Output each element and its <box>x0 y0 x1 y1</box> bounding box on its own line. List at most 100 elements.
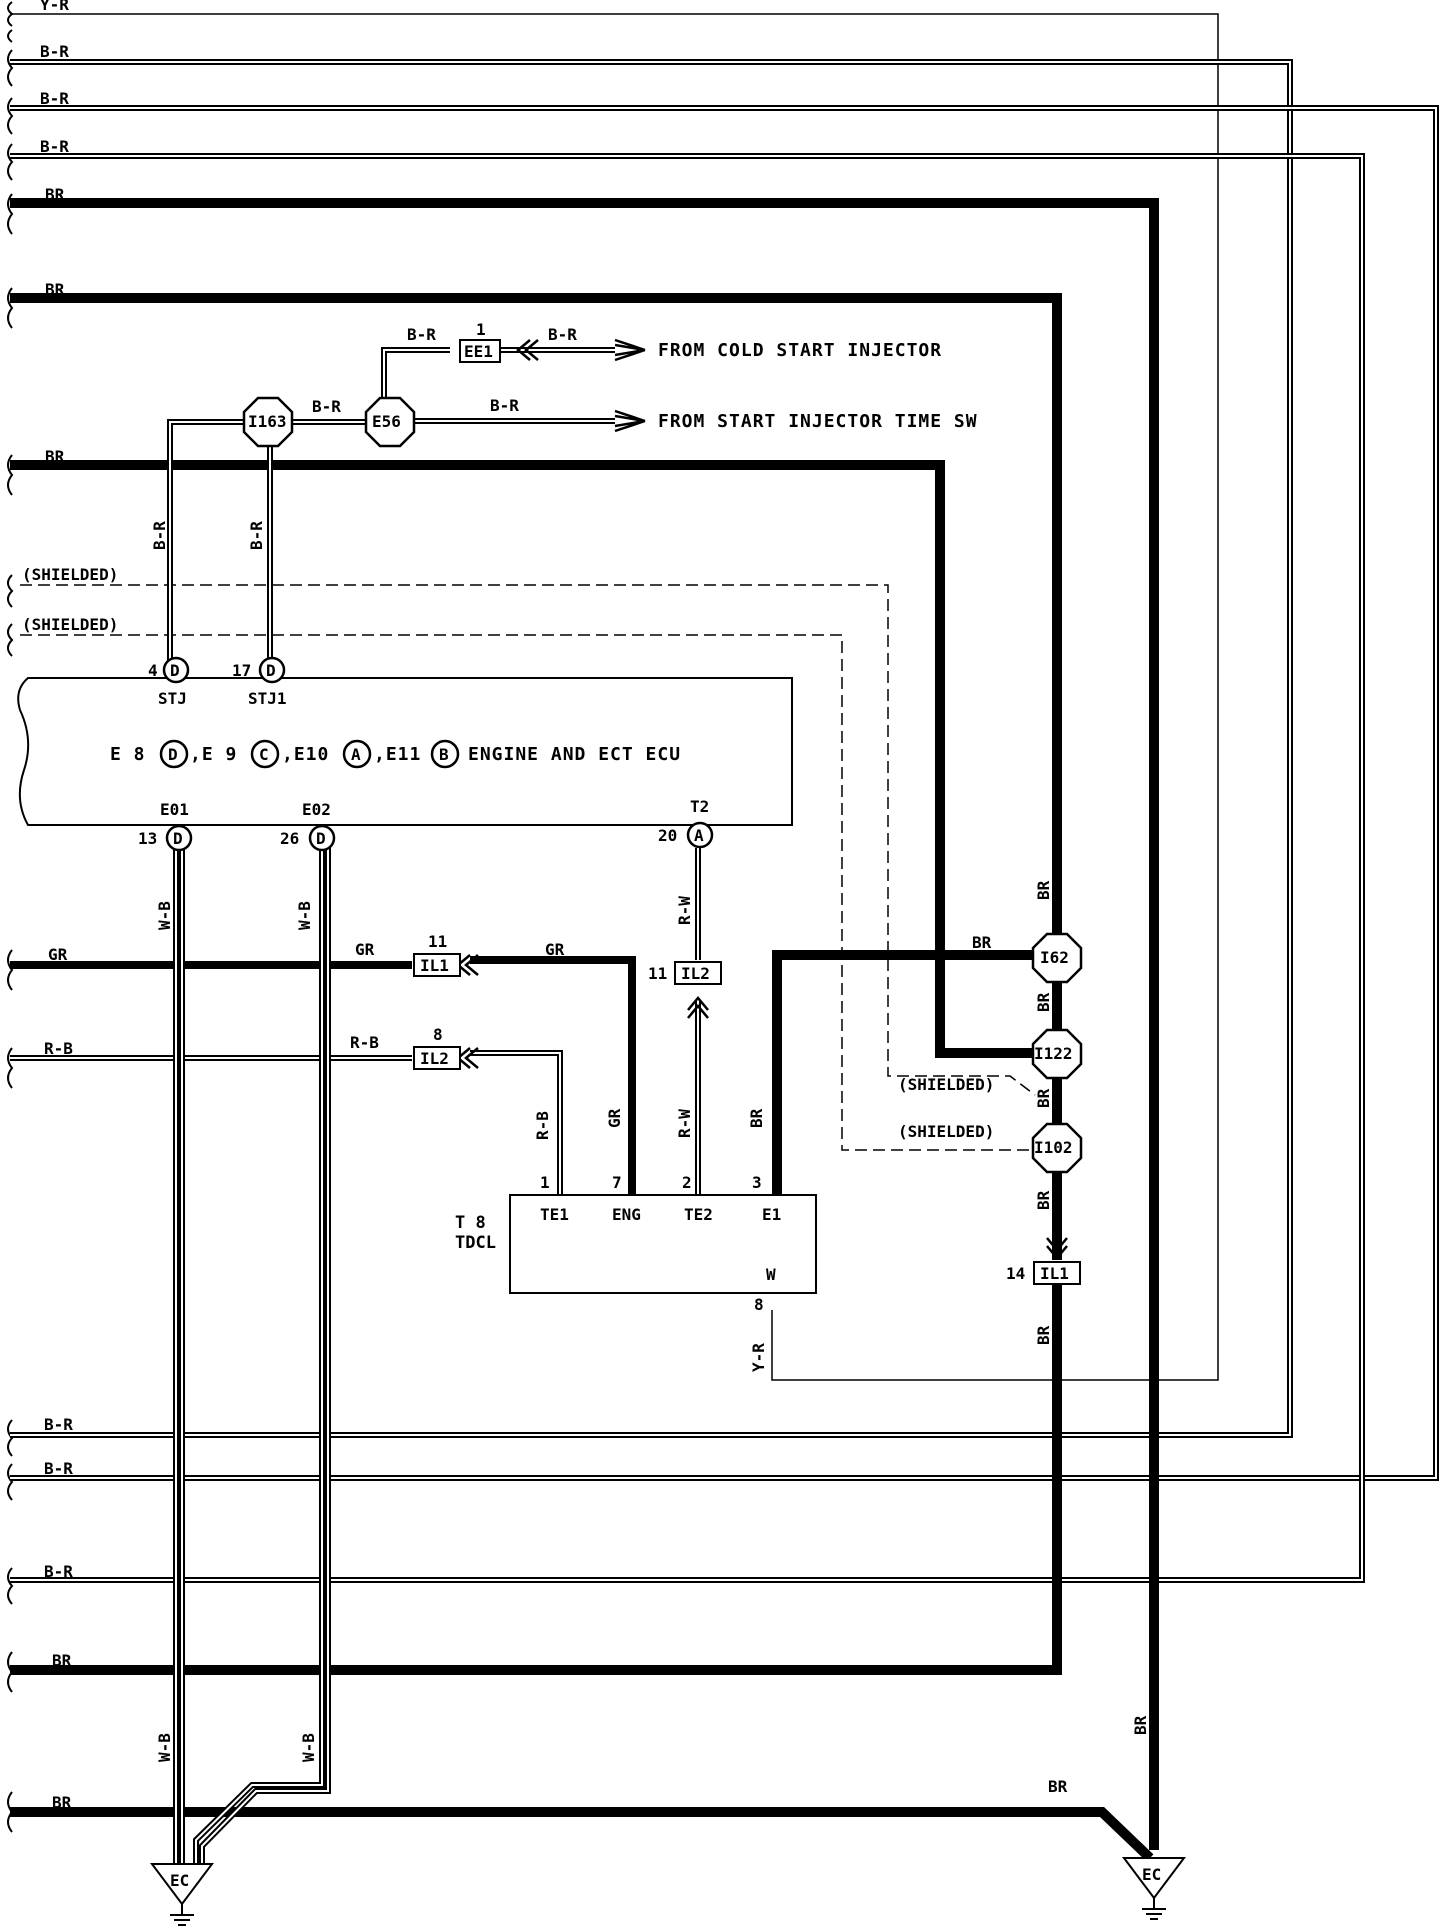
ground-ec-right: EC <box>1122 1857 1186 1920</box>
shielded-label: (SHIELDED) <box>898 1075 994 1094</box>
left-wire-label: BR <box>45 447 65 466</box>
pin-name: T2 <box>690 797 709 816</box>
pin-name: E02 <box>302 800 331 819</box>
wire-label: B-R <box>407 325 436 344</box>
pin-e02 <box>308 824 336 852</box>
left-wire-label: Y-R <box>40 0 69 14</box>
left-wire-label: BR <box>45 280 65 299</box>
connector-label: IL2 <box>420 1049 449 1068</box>
shield-line-2 <box>20 634 1033 1151</box>
wire-w-b-ground <box>173 845 331 1865</box>
ground-ec-left: EC <box>150 1863 214 1926</box>
wire-label: B-R <box>150 521 169 550</box>
wire-label: R-W <box>675 896 694 925</box>
pin-letter: D <box>316 829 326 848</box>
connector-ee1: EE1 1 <box>459 320 501 363</box>
pin-number: 13 <box>138 829 157 848</box>
wire-br-to-i122 <box>10 460 1057 1058</box>
pin-number: 26 <box>280 829 299 848</box>
ecu-code: ,E11 <box>374 744 421 765</box>
tdcl-pin-number: 8 <box>754 1295 764 1314</box>
ecu-letter: A <box>351 745 361 764</box>
wire-label: W-B <box>295 901 314 930</box>
pin-letter: D <box>173 829 183 848</box>
wire-label: GR <box>605 1108 624 1128</box>
tdcl-name: TDCL <box>455 1233 496 1253</box>
junction-i62: I62 <box>1031 932 1083 984</box>
connector-label: IL1 <box>420 956 449 975</box>
tdcl-pin-number: 3 <box>752 1173 762 1192</box>
wire-br-bottom <box>10 1807 1154 1862</box>
left-wire-labels: Y-R B-R B-R B-R BR BR BR GR R-B B-R B-R … <box>40 0 73 1812</box>
wire-label: R-W <box>675 1109 694 1138</box>
ecu-letter-circle <box>250 739 280 769</box>
inner-wire-labels: B-R B-R B-R B-R B-R B-R W-B W-B W-B W-B … <box>150 325 1150 1796</box>
tdcl-connector: T 8 TDCL 1 TE1 7 ENG 2 TE2 3 E1 W 8 <box>455 1173 817 1314</box>
tdcl-pin-name: TE2 <box>684 1205 713 1224</box>
junction-label: I62 <box>1040 948 1069 967</box>
junction-i163: I163 <box>242 396 294 448</box>
ecu-letter-circle <box>159 739 189 769</box>
wire-label: B-R <box>490 396 519 415</box>
junction-label: I102 <box>1034 1138 1073 1157</box>
connector-il1-br: IL1 14 <box>1006 1261 1081 1285</box>
wire-label: BR <box>1034 992 1053 1012</box>
connector-pin: 8 <box>433 1025 443 1044</box>
tdcl-pin-name: E1 <box>762 1205 781 1224</box>
wire-br-il1-down <box>10 1272 1062 1675</box>
pin-letter: D <box>170 661 180 680</box>
shielded-label: (SHIELDED) <box>898 1122 994 1141</box>
tdcl-pin-number: 2 <box>682 1173 692 1192</box>
connector-label: IL2 <box>681 964 710 983</box>
wire-b-r-loop-3 <box>10 153 1365 1583</box>
tdcl-code: T 8 <box>455 1213 486 1233</box>
wire-b-r-stj <box>167 347 615 665</box>
left-wire-label: B-R <box>40 89 69 108</box>
wire-label: BR <box>972 933 992 952</box>
connector-label: IL1 <box>1040 1264 1069 1283</box>
connector-label: EE1 <box>464 342 493 361</box>
wire-label: BR <box>1034 880 1053 900</box>
junction-i122: I122 <box>1031 1028 1083 1080</box>
wire-br-e1-to-i62 <box>772 950 1057 1195</box>
engine-ect-ecu: D 4 STJ D 17 STJ1 E 8 D ,E 9 C ,E10 A ,E… <box>17 656 793 852</box>
junction-label: E56 <box>372 412 401 431</box>
pin-stj1 <box>258 656 286 684</box>
wire-label: W-B <box>299 1733 318 1762</box>
ecu-letter-circle <box>342 739 372 769</box>
pin-name: STJ <box>158 689 187 708</box>
wire-label: R-B <box>350 1033 379 1052</box>
junction-label: I163 <box>248 412 287 431</box>
wire-label: BR <box>1048 1777 1068 1796</box>
wire-br-to-i62 <box>10 293 1062 960</box>
ecu-letter: B <box>439 745 449 764</box>
connector-pin: 1 <box>476 320 486 339</box>
wire-label: BR <box>1131 1715 1150 1735</box>
wire-b-r-loop-1 <box>10 59 1293 1438</box>
left-wire-label: BR <box>52 1651 72 1670</box>
wire-label: BR <box>1034 1190 1053 1210</box>
tdcl-pin-name: TE1 <box>540 1205 569 1224</box>
tdcl-pin-number: 1 <box>540 1173 550 1192</box>
junction-e56: E56 <box>364 396 416 448</box>
wire-label: B-R <box>312 397 341 416</box>
ecu-code: E 8 <box>110 744 146 765</box>
ecu-code: ,E10 <box>282 744 329 765</box>
wire-label: R-B <box>533 1111 552 1140</box>
wire-label: GR <box>545 940 565 959</box>
wire-label: W-B <box>155 1733 174 1762</box>
wire-label: BR <box>747 1108 766 1128</box>
pin-number: 4 <box>148 661 158 680</box>
ground-label: EC <box>170 1871 189 1890</box>
wire-gr-to-eng <box>470 956 636 1195</box>
pin-letter: A <box>694 826 704 845</box>
left-wire-label: R-B <box>44 1039 73 1058</box>
connector-il2-rb: IL2 8 <box>413 1025 461 1070</box>
ecu-letter: D <box>168 745 178 764</box>
connector-pin: 11 <box>428 932 447 951</box>
left-wire-label: GR <box>48 945 68 964</box>
pin-name: E01 <box>160 800 189 819</box>
junction-i102: I102 <box>1031 1122 1083 1174</box>
connector-il2-rw: IL2 11 <box>648 961 722 985</box>
